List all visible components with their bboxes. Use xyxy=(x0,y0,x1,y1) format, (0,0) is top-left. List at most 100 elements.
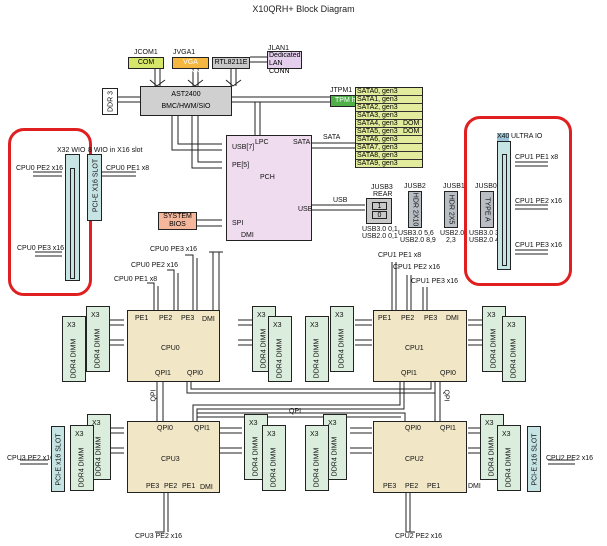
jusb3-connector[interactable]: 1 0 xyxy=(366,198,392,224)
sata-port-name: SATA3, gen3 xyxy=(357,112,398,119)
pch-port-lpc: LPC xyxy=(255,139,269,146)
cpu2-dmi: DMI xyxy=(468,483,481,490)
bmc-line2: BMC/HWM/SIO xyxy=(161,103,211,110)
dimm-count: X3 xyxy=(507,322,516,329)
x8-wio-slot-text: PCI-E X16 SLOT xyxy=(92,158,100,213)
jusb3-port-0[interactable]: 0 xyxy=(372,211,387,219)
vga-connector[interactable]: VGA CONN xyxy=(172,57,209,76)
cpu0-dimm-right-links xyxy=(238,319,252,346)
dimm-label: DDR4 DIMM xyxy=(331,436,339,477)
ultra-io-slot[interactable] xyxy=(497,141,511,270)
dimm-count: X3 xyxy=(91,312,100,319)
sata-port-name: SATA1, gen3 xyxy=(357,96,398,103)
dimm-label: DDR4 DIMM xyxy=(276,338,284,379)
cpu0-pe1: PE1 xyxy=(135,315,149,322)
x32-wio-slot[interactable] xyxy=(65,154,80,281)
sata-port-name: SATA8, gen3 xyxy=(357,152,398,159)
jusb3-port-1[interactable]: 1 xyxy=(372,202,387,210)
cpu3[interactable]: QPI0 QPI1 CPU3 PE3 PE2 PE1 DMI xyxy=(127,421,220,493)
left-pe2-line xyxy=(33,171,62,177)
jusb0-connector[interactable]: TYPE A xyxy=(480,191,494,228)
sata-row[interactable]: SATA1, gen3 xyxy=(356,96,422,104)
bmc-pch-lpc-link xyxy=(254,102,261,135)
right-pe2-label: CPU1 PE2 x16 xyxy=(515,198,563,205)
dimm-label: DDR4 DIMM xyxy=(490,328,498,369)
jusb3-cap2: USB2.0 0,1 xyxy=(362,233,398,240)
rtl8211e-chip[interactable]: RTL8211E xyxy=(212,57,250,69)
cpu0-dimm-left-links xyxy=(110,319,124,346)
cpu3-pcie-slot-text: PCI-E x16 SLOT xyxy=(55,433,63,486)
system-bios[interactable]: SYSTEM BIOS xyxy=(158,212,197,230)
sata-port-note: DOM xyxy=(403,128,420,135)
cpu1[interactable]: PE1 PE2 PE3 DMI CPU1 QPI1 QPI0 xyxy=(373,310,467,382)
right-pe2-line xyxy=(515,204,548,210)
dimm-label: DDR4 DIMM xyxy=(505,447,513,488)
ultra-io-label: ULTRA IO xyxy=(511,133,543,140)
jusb1-connector[interactable]: HDR 2X5 xyxy=(444,191,458,228)
dimm-label: DDR4 DIMM xyxy=(94,328,102,369)
sata-row[interactable]: SATA3, gen3 xyxy=(356,112,422,120)
cpu1-pe2-line xyxy=(406,275,412,310)
cpu2-pcie-slot-text: PCI-E x16 SLOT xyxy=(531,433,539,486)
sata-row[interactable]: SATA0, gen3 xyxy=(356,88,422,96)
tpm-text: TPM header xyxy=(335,97,374,104)
pch-chip[interactable]: USB[7] LPC PE[5] SATA PCH USB SPI DMI xyxy=(226,135,312,241)
cpu0-pe2-line xyxy=(167,269,179,310)
pch-port-usb7: USB[7] xyxy=(232,144,255,151)
sata-row[interactable]: SATA6, gen3 xyxy=(356,136,422,144)
cpu3-pe2-line xyxy=(155,492,169,533)
jusb0-cap2: USB2.0 4 xyxy=(469,237,499,244)
jusb2-cap1: USB3.0 5,6 xyxy=(398,230,434,237)
dimm-count: X3 xyxy=(310,322,319,329)
cpu2-pe1: PE1 xyxy=(427,483,441,490)
dimm-count: X3 xyxy=(273,322,282,329)
cpu1-name: CPU1 xyxy=(405,345,424,352)
dimm-count: X3 xyxy=(328,420,337,427)
sata-row[interactable]: SATA2, gen3 xyxy=(356,104,422,112)
rtl8211e-text: RTL8211E xyxy=(214,59,248,66)
sata-row[interactable]: SATA9, gen3 xyxy=(356,160,422,168)
cpu0-pe2-line-label: CPU0 PE2 x16 xyxy=(131,262,179,269)
sata-port-name: SATA4, gen3 xyxy=(357,120,398,127)
jusb1-label: JUSB1 xyxy=(443,183,465,190)
cpu0-qpi1: QPI1 xyxy=(155,370,171,377)
cpu2[interactable]: QPI0 QPI1 CPU2 PE3 PE2 PE1 DMI xyxy=(373,421,481,493)
lan-connector[interactable]: Dedicated LAN CONN xyxy=(267,51,302,75)
cpu0[interactable]: PE1 PE2 PE3 DMI CPU0 QPI1 QPI0 xyxy=(127,310,220,382)
cpu1-dimm-left-links xyxy=(355,319,372,346)
pch-sata-link xyxy=(312,142,355,149)
com-connector[interactable]: COM xyxy=(128,57,164,69)
sata-row[interactable]: SATA7, gen3 xyxy=(356,144,422,152)
sata-link-label: SATA xyxy=(323,134,341,141)
cpu3-pcie-slot[interactable]: PCI-E x16 SLOT xyxy=(51,426,65,492)
bmc-pch-pe-link xyxy=(191,116,222,169)
jusb3-label: JUSB3 xyxy=(371,184,393,191)
jusb2-connector[interactable]: HDR 2X10 xyxy=(408,191,422,228)
cpu2-dimm-left-links xyxy=(350,427,372,454)
pch-cpu0-dmi-link xyxy=(209,251,223,310)
sata-row[interactable]: SATA8, gen3 xyxy=(356,152,422,160)
lan-line2: LAN CONN xyxy=(269,60,290,75)
ddr3-memory[interactable]: DDR 3 xyxy=(102,88,118,115)
cpu0-dmi: DMI xyxy=(202,316,215,323)
jusb2-text: HDR 2X10 xyxy=(411,192,419,227)
sata-port-name: SATA6, gen3 xyxy=(357,136,398,143)
jusb0-cap1: USB3.0 3 xyxy=(469,230,499,237)
cpu0-name: CPU0 xyxy=(161,345,180,352)
bmc-chip[interactable]: AST2400 BMC/HWM/SIO xyxy=(140,86,232,116)
x8-wio-slot[interactable]: PCI-E X16 SLOT xyxy=(87,154,102,221)
cpu2-pcie-slot[interactable]: PCI-E x16 SLOT xyxy=(527,426,541,492)
dimm-label: DDR4 DIMM xyxy=(510,338,518,379)
